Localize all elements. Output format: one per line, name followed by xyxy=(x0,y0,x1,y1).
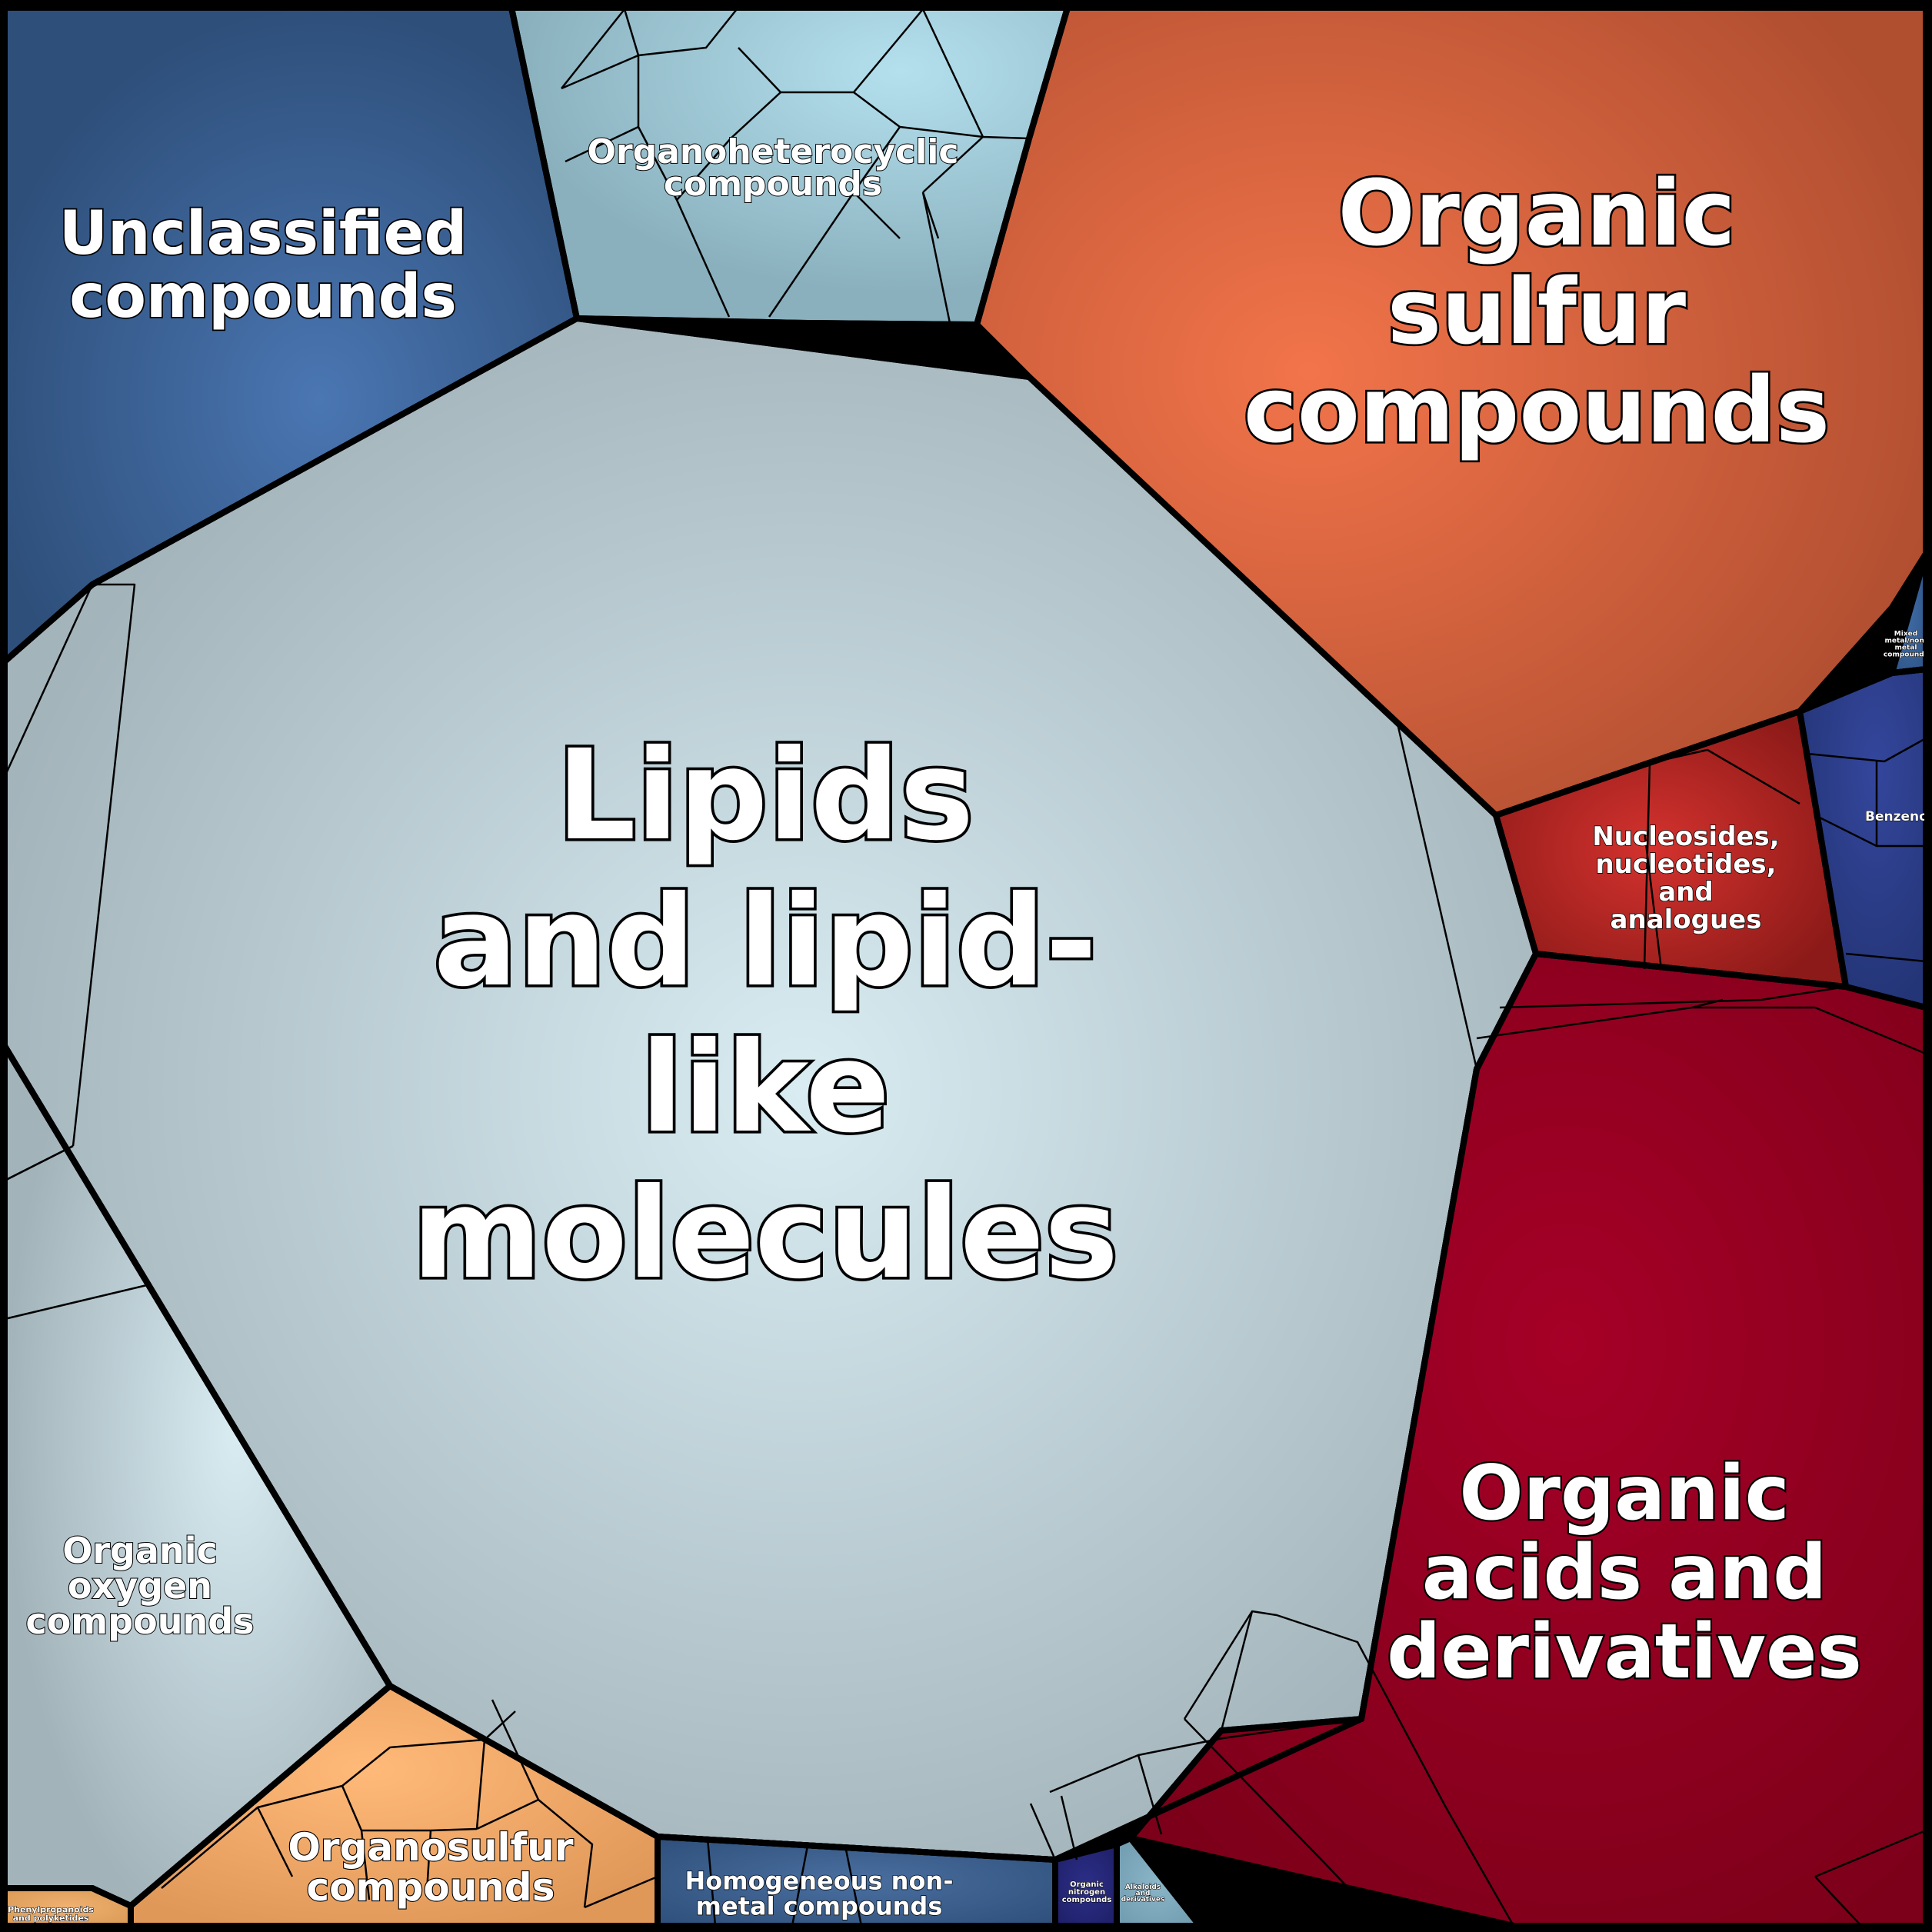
cell-label-line: like xyxy=(641,1016,890,1161)
cell-label-homogeneous-non-metal-compounds: Homogeneous non-metal compounds xyxy=(685,1867,954,1921)
cell-label-line: Benzenoids xyxy=(1865,809,1932,824)
cell-label-line: compounds xyxy=(664,165,882,204)
cell-label-line: compounds xyxy=(69,262,457,331)
cell-label-line: nucleotides, xyxy=(1595,849,1776,880)
cell-label-line: Organosulfur xyxy=(288,1825,573,1870)
cell-label-line: Phenylpropanoids xyxy=(8,1904,94,1914)
cell-label-line: compounds xyxy=(1062,1896,1112,1904)
cell-label-line: Organoheterocyclic xyxy=(588,132,959,172)
cell-label-line: Organic xyxy=(62,1530,218,1571)
cell-label-line: and lipid- xyxy=(434,870,1098,1014)
cell-label-line: Nucleosides, xyxy=(1592,821,1779,852)
cell-label-line: metal compounds xyxy=(696,1892,943,1921)
cell-label-line: Lipids xyxy=(557,724,974,868)
sub-cell-boundaries xyxy=(706,1837,863,1927)
cell-label-line: Organic xyxy=(1070,1880,1104,1889)
cell-label-line: and xyxy=(1136,1890,1151,1897)
cell-label-line: acids and xyxy=(1422,1529,1827,1617)
cells-layer xyxy=(2,5,1929,1929)
cell-label-line: molecules xyxy=(412,1162,1119,1307)
cell-label-benzenoids: Benzenoids xyxy=(1865,809,1932,824)
cell-label-line: Homogeneous non- xyxy=(685,1867,954,1896)
cell-label-line: and polyketides xyxy=(13,1913,89,1923)
cell-label-line: Alkaloids xyxy=(1125,1884,1161,1891)
cell-label-line: Organic xyxy=(1459,1450,1789,1537)
cell-label-line: compounds xyxy=(307,1865,555,1910)
sub-cell-boundaries xyxy=(4,1144,74,1182)
cell-label-line: Unclassified xyxy=(59,199,468,268)
cell-label-line: derivatives xyxy=(1121,1896,1165,1904)
cell-label-line: metal/non- xyxy=(1885,638,1927,645)
sub-cell-boundaries xyxy=(161,1699,658,1909)
cell-label-line: and xyxy=(1658,877,1714,908)
cell-label-line: compounds xyxy=(1244,357,1830,463)
cell-label-line: compounds xyxy=(1884,651,1928,659)
sub-cell-boundaries xyxy=(561,8,1030,378)
cell-label-line: metal xyxy=(1895,645,1917,652)
cell-label-line: nitrogen xyxy=(1068,1888,1105,1897)
cell-label-line: oxygen xyxy=(68,1565,212,1607)
cell-label-line: compounds xyxy=(25,1601,254,1642)
sub-cell-boundaries xyxy=(1807,737,1927,963)
cell-label-line: Organic xyxy=(1338,160,1736,266)
cell-label-line: analogues xyxy=(1611,904,1762,935)
cell-label-line: sulfur xyxy=(1387,258,1686,365)
sub-cell-boundaries xyxy=(1130,985,1927,1927)
cell-label-line: Mixed xyxy=(1894,631,1917,638)
cell-label-line: derivatives xyxy=(1387,1608,1862,1696)
